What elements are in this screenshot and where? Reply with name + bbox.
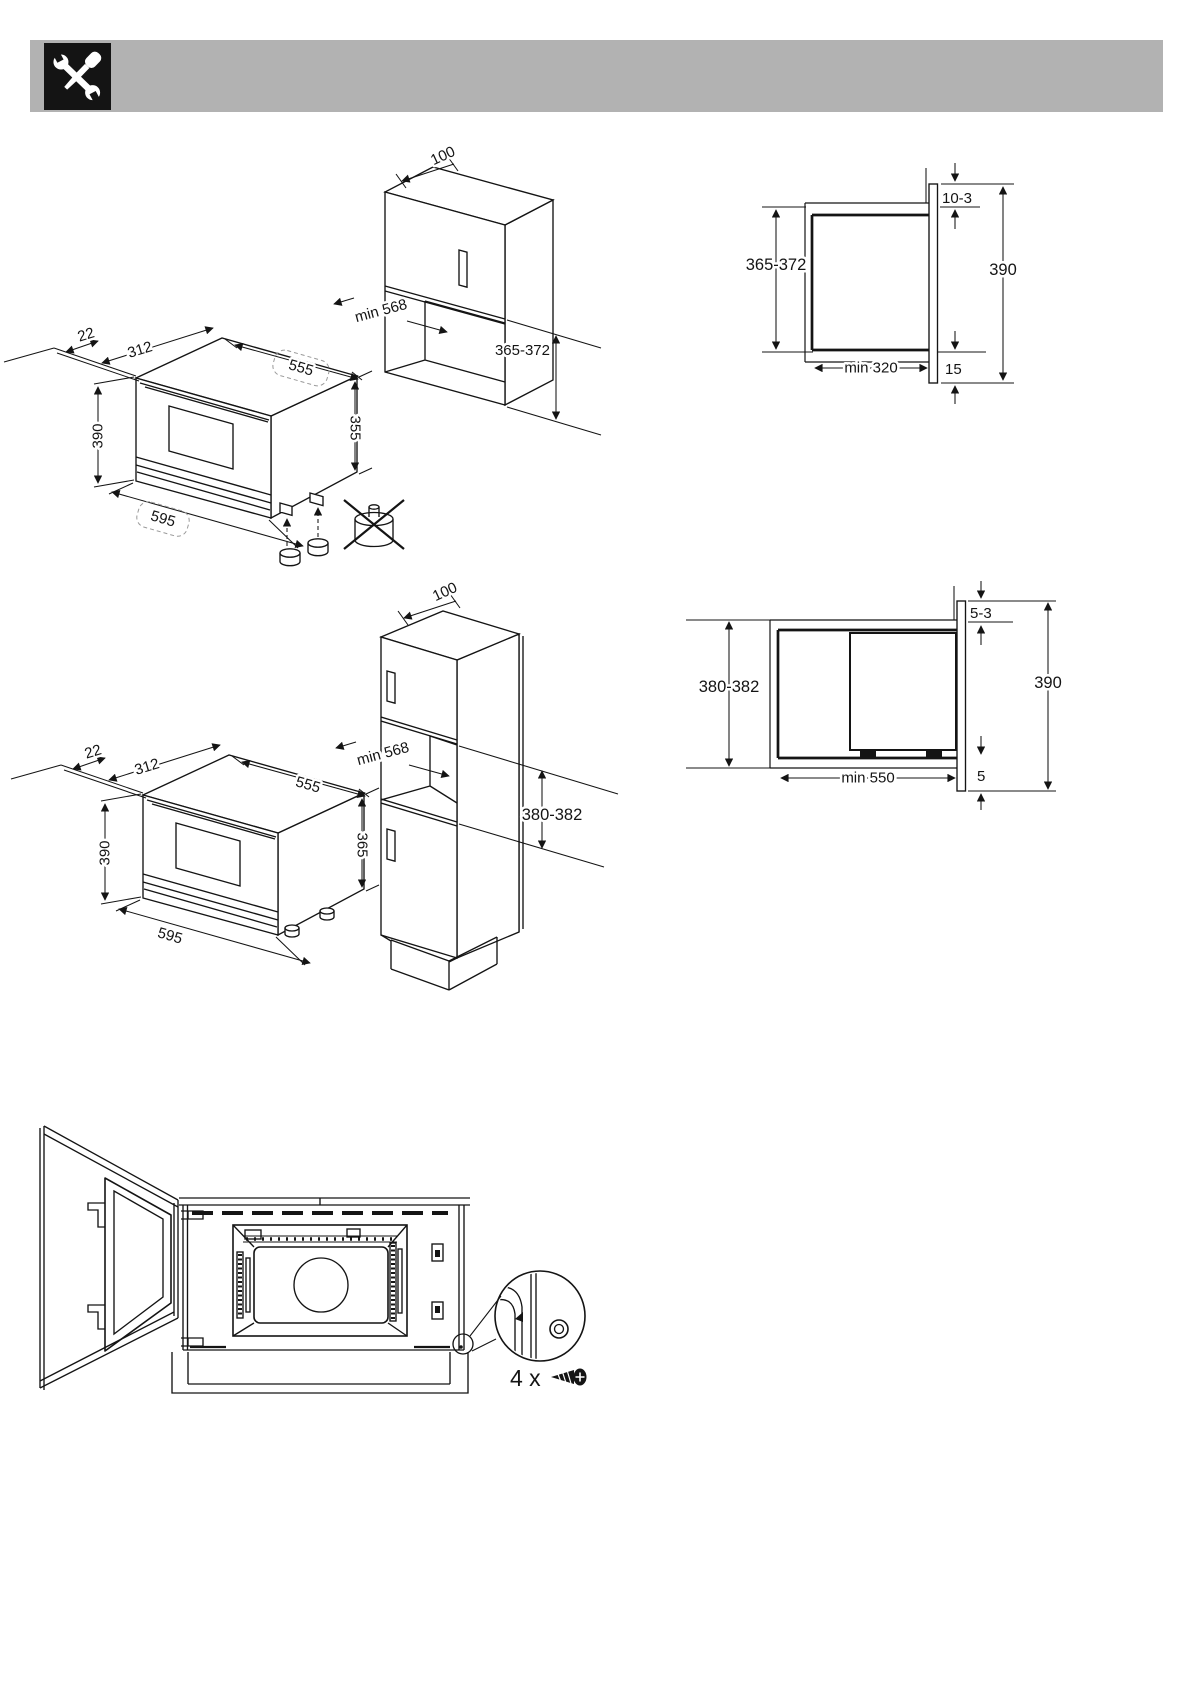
dim-mw-height: 390 [90,423,107,448]
dim-niche-height: 365-372 [746,256,807,274]
dim-mw-front-width: 595 [156,924,185,947]
microwave-window [175,822,241,887]
dim-niche-depth: min 320 [844,360,897,377]
dim-bottom-gap: 15 [945,361,962,378]
dim-mw-body-height: 355 [347,415,364,440]
cabinet-door-handle [386,670,396,705]
dim-top-gap: 5-3 [970,605,992,622]
dim-front-height: 390 [989,261,1017,279]
cabinet-door-handle [458,249,468,289]
dim-mw-depth: 312 [126,338,155,362]
open-door [39,1125,179,1390]
section-header-bar [30,40,1163,112]
detail-magnifier [494,1270,586,1362]
crossed-out-foot-icon [343,499,405,550]
dim-niche-depth: min 550 [841,770,894,787]
screw-icon [551,1368,587,1386]
figure-builtunder-iso: 100 min 568 365-372 [3,141,602,567]
figure-builtunder-section: 10-3 390 365-372 min 320 15 [743,163,1019,404]
screw-hole-icon [549,1319,569,1339]
microwave-window [168,405,234,470]
screw-quantity-label: 4 x [510,1365,541,1391]
screw-location-circle [452,1333,474,1355]
dim-mw-depth: 312 [133,755,162,779]
dim-top-gap: 10-3 [942,190,972,207]
dim-niche-height: 365-372 [495,342,550,359]
adjustable-feet [279,538,329,567]
dim-bottom-gap: 5 [977,768,985,785]
tools-icon-art [53,51,102,103]
dim-niche-height: 380-382 [699,678,760,696]
tools-icon [44,43,111,110]
figure-tallunit-section: 5-3 390 380-382 min 550 5 [686,581,1064,810]
figure-tallunit-iso: 100 min 568 380-382 390 [10,577,619,991]
dim-front-height: 390 [1034,674,1062,692]
turntable-circle [293,1257,349,1313]
dim-mw-height: 390 [97,840,114,865]
dim-niche-height: 380-382 [522,806,583,824]
oven-front [171,1197,470,1394]
cabinet-door-handle [386,828,396,863]
dim-mw-front-width: 595 [149,507,178,530]
figure-mounting: 4 x [39,1125,587,1394]
dim-mw-body-height: 365 [354,832,371,857]
